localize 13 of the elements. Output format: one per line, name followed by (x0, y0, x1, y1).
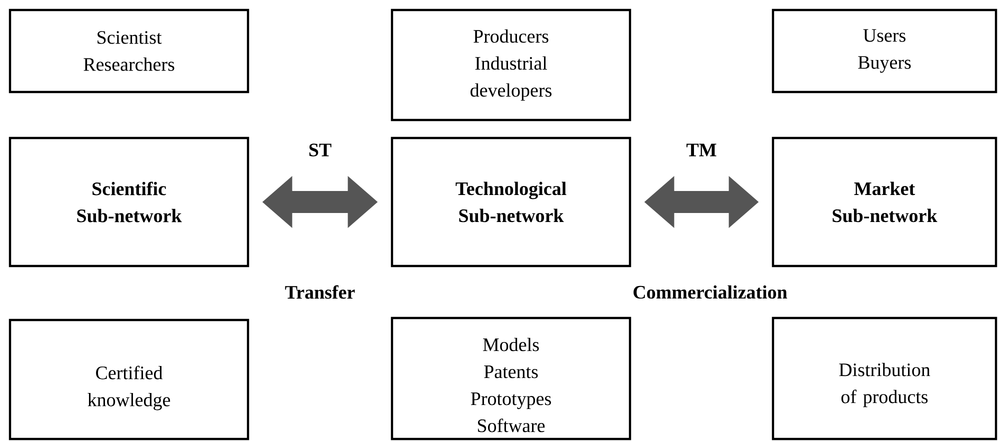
text-box: Certified knowledge (8, 318, 250, 440)
text-box: Scientist Researchers (8, 8, 250, 94)
edge-label: TM (686, 144, 716, 156)
text-box: Market Sub-network (772, 136, 998, 268)
caption-label: Commercialization (634, 285, 788, 299)
text-box: Distribution of products (772, 316, 998, 440)
text-box: Technological Sub-network (390, 136, 632, 268)
text-box: Models Patents Prototypes Software (390, 316, 632, 440)
caption-label: Transfer (285, 285, 355, 299)
text-box: Users Buyers (772, 8, 998, 94)
text-box: Producers Industrial developers (390, 8, 632, 122)
text-box: Scientific Sub-network (8, 136, 250, 268)
edge-label: ST (309, 144, 332, 156)
